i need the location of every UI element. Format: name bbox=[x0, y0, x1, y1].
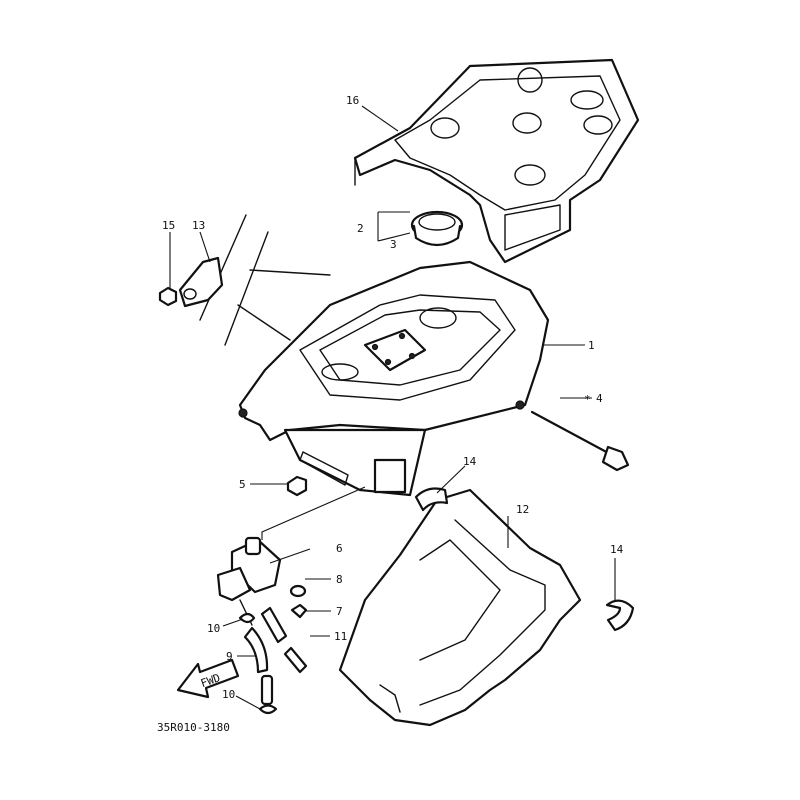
callout-15: 15 bbox=[162, 219, 175, 232]
callout-labels: 16 2 3 1 * 4 15 13 5 14 12 14 6 8 7 10 1… bbox=[157, 94, 624, 734]
part-5-nut bbox=[286, 475, 308, 497]
part-16-carrier bbox=[353, 58, 640, 264]
callout-4-marker: * bbox=[584, 393, 591, 406]
callout-2: 2 bbox=[357, 222, 364, 235]
leader-lines bbox=[169, 105, 616, 710]
callout-5: 5 bbox=[239, 478, 246, 491]
part-2-3-fuel-cap bbox=[410, 210, 464, 247]
part-13-15-bracket-nut bbox=[158, 214, 331, 346]
callout-14-top: 14 bbox=[463, 455, 477, 468]
part-14-grommets bbox=[414, 487, 635, 632]
part-7-8-screw-washer bbox=[289, 584, 308, 619]
callout-12: 12 bbox=[516, 503, 529, 516]
callout-13: 13 bbox=[192, 219, 205, 232]
fwd-arrow-icon: FWD bbox=[176, 658, 240, 699]
part-9-hose bbox=[243, 626, 274, 706]
fwd-label: FWD bbox=[199, 671, 222, 690]
callout-6: 6 bbox=[336, 542, 343, 555]
callout-1: 1 bbox=[588, 339, 595, 352]
callout-8: 8 bbox=[336, 573, 343, 586]
part-1-fuel-tank bbox=[238, 260, 550, 497]
part-11-hose bbox=[260, 606, 308, 674]
callout-7: 7 bbox=[336, 605, 343, 618]
callout-9: 9 bbox=[226, 650, 233, 663]
callout-14-right: 14 bbox=[610, 543, 624, 556]
part-12-under-cover bbox=[338, 488, 582, 727]
part-6-fuel-cock bbox=[216, 536, 282, 626]
callout-10-top: 10 bbox=[207, 622, 220, 635]
callout-10-bottom: 10 bbox=[222, 688, 235, 701]
part-10-clips bbox=[238, 612, 278, 715]
part-4-bolt bbox=[530, 410, 630, 472]
callout-16: 16 bbox=[346, 94, 359, 107]
diagram-code: 35R010-3180 bbox=[157, 721, 230, 734]
callout-4: 4 bbox=[596, 392, 603, 405]
callout-11: 11 bbox=[334, 630, 347, 643]
callout-3: 3 bbox=[390, 238, 397, 251]
